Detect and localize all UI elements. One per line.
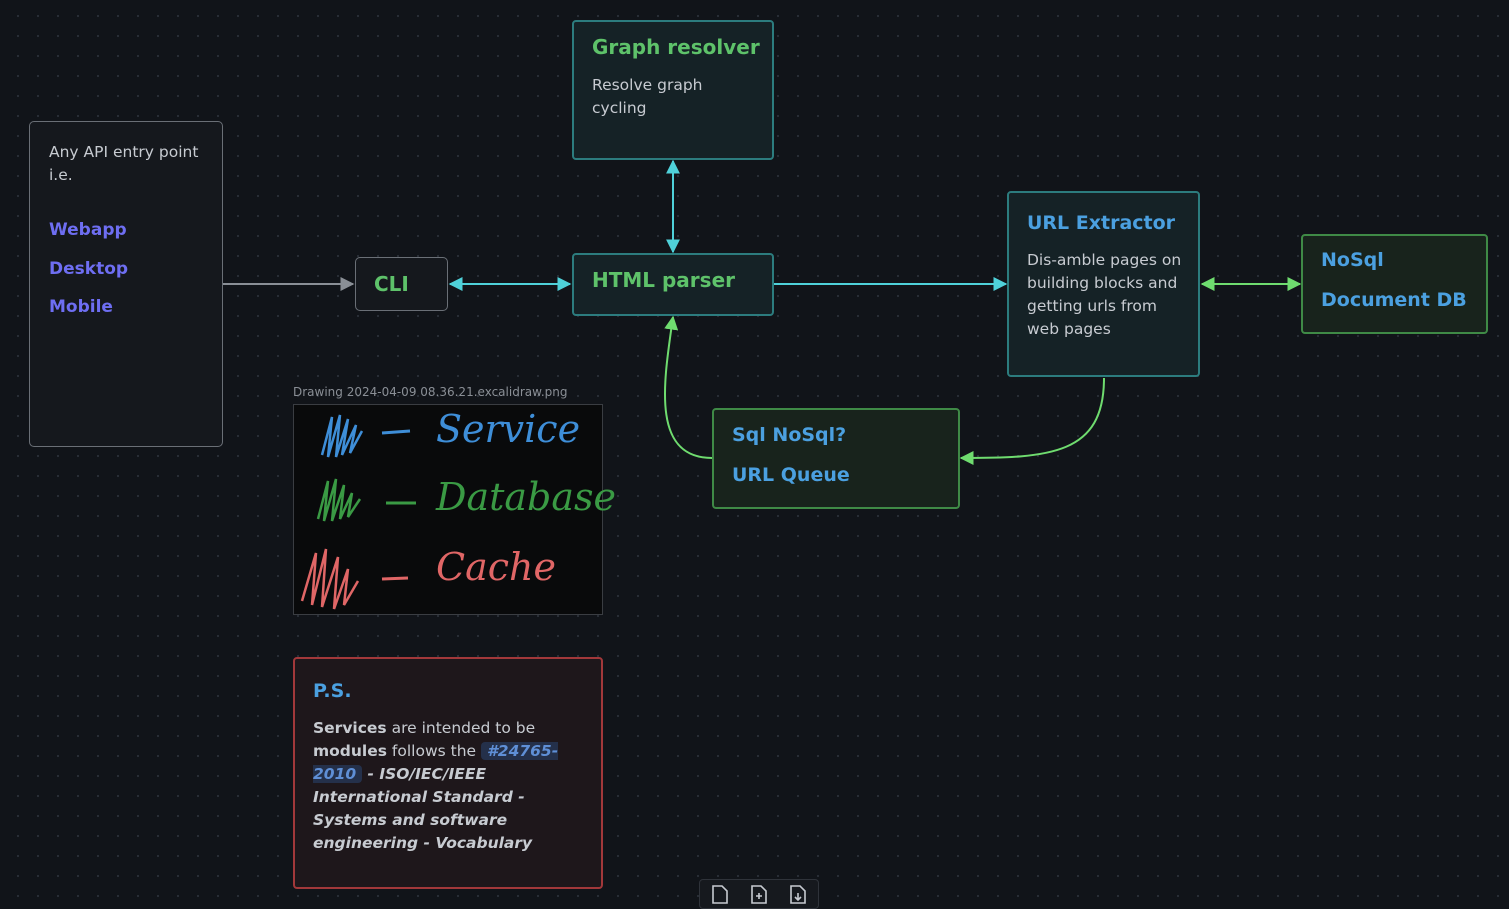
file-add-icon[interactable]	[749, 883, 769, 905]
ps-body: Services are intended to be modules foll…	[313, 717, 585, 855]
file-icon[interactable]	[710, 883, 730, 905]
legend-service-scribble	[320, 414, 364, 458]
legend-caption: Drawing 2024-04-09 08.36.21.excalidraw.p…	[293, 385, 568, 399]
legend-service-dash	[381, 429, 411, 435]
html-parser-node[interactable]: HTML parser	[572, 253, 774, 316]
entry-point-text: Any API entry point i.e.	[49, 143, 199, 184]
ps-text1: are intended to be	[386, 719, 536, 737]
edge-url-extractor-to-queue	[959, 377, 1105, 465]
legend-database-scribble	[316, 478, 362, 522]
ps-title: P.S.	[313, 680, 352, 702]
legend-drawing[interactable]: Service Database Cache	[293, 404, 616, 615]
url-queue-line1: Sql NoSql?	[732, 424, 847, 446]
nosql-db-line1: NoSql	[1321, 249, 1384, 271]
legend-database-label: Database	[436, 475, 617, 519]
nosql-db-node[interactable]: NoSql Document DB	[1301, 234, 1488, 334]
legend-service-label: Service	[436, 407, 581, 451]
entry-point-box[interactable]: Any API entry point i.e. Webapp Desktop …	[29, 121, 223, 447]
cli-node[interactable]: CLI	[355, 257, 448, 311]
edge-queue-to-html-parser	[663, 315, 713, 459]
ps-strong-services: Services	[313, 719, 387, 737]
entry-link-desktop[interactable]: Desktop	[49, 259, 129, 279]
file-export-icon[interactable]	[788, 883, 808, 905]
entry-link-webapp[interactable]: Webapp	[49, 220, 127, 240]
legend-cache-label: Cache	[436, 545, 556, 589]
ps-text2: follows the	[386, 742, 481, 760]
url-queue-node[interactable]: Sql NoSql? URL Queue	[712, 408, 960, 509]
ps-note[interactable]: P.S. Services are intended to be modules…	[293, 657, 603, 889]
url-queue-line2: URL Queue	[732, 464, 850, 486]
entry-link-mobile[interactable]: Mobile	[49, 297, 113, 317]
html-parser-title: HTML parser	[592, 268, 735, 292]
url-extractor-node[interactable]: URL Extractor Dis-amble pages on buildin…	[1007, 191, 1200, 377]
graph-resolver-title: Graph resolver	[592, 35, 760, 59]
graph-resolver-node[interactable]: Graph resolver Resolve graph cycling	[572, 20, 774, 160]
cli-title: CLI	[374, 272, 409, 296]
graph-resolver-desc: Resolve graph cycling	[592, 76, 703, 117]
nosql-db-line2: Document DB	[1321, 289, 1467, 311]
url-extractor-desc: Dis-amble pages on building blocks and g…	[1027, 251, 1182, 338]
ps-standard: - ISO/IEC/IEEE International Standard - …	[313, 765, 533, 852]
legend-scribbles	[300, 414, 416, 610]
ps-strong-modules: modules	[313, 742, 387, 760]
bottom-toolbar	[699, 879, 819, 909]
legend-cache-dash	[381, 576, 409, 581]
url-extractor-title: URL Extractor	[1027, 212, 1176, 234]
legend-cache-scribble	[300, 548, 360, 610]
